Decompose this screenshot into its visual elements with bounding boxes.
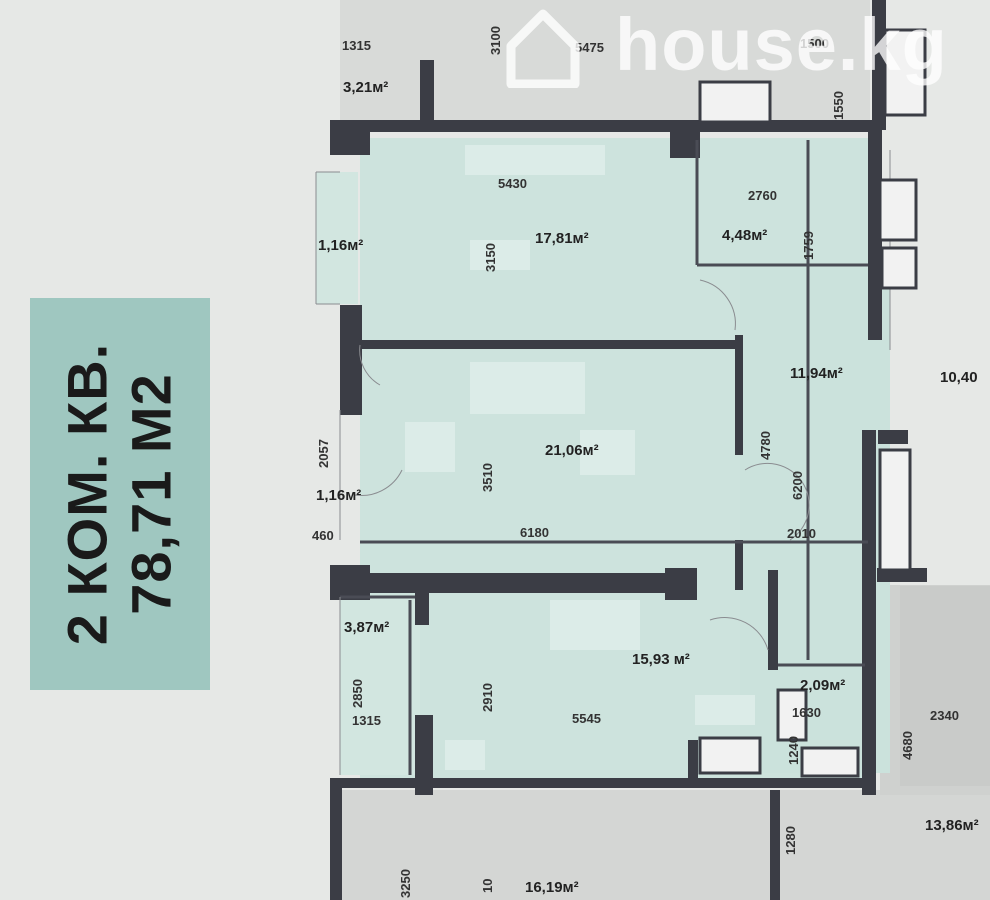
furniture-hint <box>550 600 640 650</box>
furniture-hint <box>695 695 755 725</box>
furniture-hint <box>465 145 605 175</box>
area-hall: 11,94м² <box>790 365 843 382</box>
area-living-top: 17,81м² <box>535 230 589 247</box>
dim-1280: 1280 <box>783 826 798 855</box>
dim-5430: 5430 <box>498 176 527 191</box>
dim-1315-top: 1315 <box>342 38 371 53</box>
dim-2057: 2057 <box>316 439 331 468</box>
furniture-hint <box>470 362 585 414</box>
area-living-middle: 21,06м² <box>545 442 599 459</box>
room-areas: 17,81м² 4,48м² 1,16м² 11,94м² 21,06м² 1,… <box>316 79 979 896</box>
balcony-bottom-floor <box>340 597 420 775</box>
dimension-labels-vertical: 3100 1550 3150 1759 2057 3510 4780 6200 … <box>316 26 915 898</box>
caption-area: 78,71 М2 <box>120 373 183 615</box>
apartment-caption: 2 КОМ. КВ. 78,71 М2 <box>30 298 210 690</box>
area-bathroom-bottom: 2,09м² <box>800 677 845 694</box>
dim-1240: 1240 <box>786 736 801 765</box>
dim-3100: 3100 <box>488 26 503 55</box>
area-neighbor-bottom: 16,19м² <box>525 879 579 896</box>
dim-1759: 1759 <box>801 231 816 260</box>
caption-text: 2 КОМ. КВ. 78,71 М2 <box>56 343 185 645</box>
area-neighbor-right: 13,86м² <box>925 817 979 834</box>
watermark-text: house.kg <box>615 3 948 86</box>
dim-3150: 3150 <box>483 243 498 272</box>
area-neighbor-far-right: 10,40 <box>940 369 978 386</box>
dim-1500: 1500 <box>800 36 829 51</box>
furniture-hint <box>470 240 530 270</box>
dimension-labels: 1315 5475 1500 5430 2760 460 6180 2010 1… <box>312 36 959 728</box>
area-balcony-bottom: 3,87м² <box>344 619 389 636</box>
dim-1315-bottom: 1315 <box>352 713 381 728</box>
balcony-top-floor <box>316 172 358 304</box>
furniture-hint <box>445 740 485 770</box>
area-bedroom: 15,93 м² <box>632 651 690 668</box>
dim-6180: 6180 <box>520 525 549 540</box>
area-bathroom-top: 4,48м² <box>722 227 767 244</box>
dim-4780: 4780 <box>758 431 773 460</box>
dim-3250: 3250 <box>398 869 413 898</box>
caption-rooms: 2 КОМ. КВ. <box>55 342 119 646</box>
area-neighbor-top: 3,21м² <box>343 79 388 96</box>
area-balcony-middle: 1,16м² <box>316 487 361 504</box>
dim-2010: 2010 <box>787 526 816 541</box>
dim-5475: 5475 <box>575 40 604 55</box>
dim-10: 10 <box>480 879 495 893</box>
fixtures-right <box>698 28 927 778</box>
dim-1630: 1630 <box>792 705 821 720</box>
partitions <box>340 140 868 775</box>
dim-5545: 5545 <box>572 711 601 726</box>
dim-2910: 2910 <box>480 683 495 712</box>
dim-2340: 2340 <box>930 708 959 723</box>
dim-4680: 4680 <box>900 731 915 760</box>
dim-1550: 1550 <box>831 91 846 120</box>
dim-460: 460 <box>312 528 334 543</box>
furniture-hint <box>405 422 455 472</box>
furniture-hint <box>580 430 635 475</box>
dim-6200: 6200 <box>790 471 805 500</box>
column-right <box>900 586 990 786</box>
dim-3510: 3510 <box>480 463 495 492</box>
area-balcony-top: 1,16м² <box>318 237 363 254</box>
house-logo-icon <box>506 9 580 88</box>
dim-2850: 2850 <box>350 679 365 708</box>
dim-2760: 2760 <box>748 188 777 203</box>
neighbor-bottom-area <box>340 790 990 900</box>
